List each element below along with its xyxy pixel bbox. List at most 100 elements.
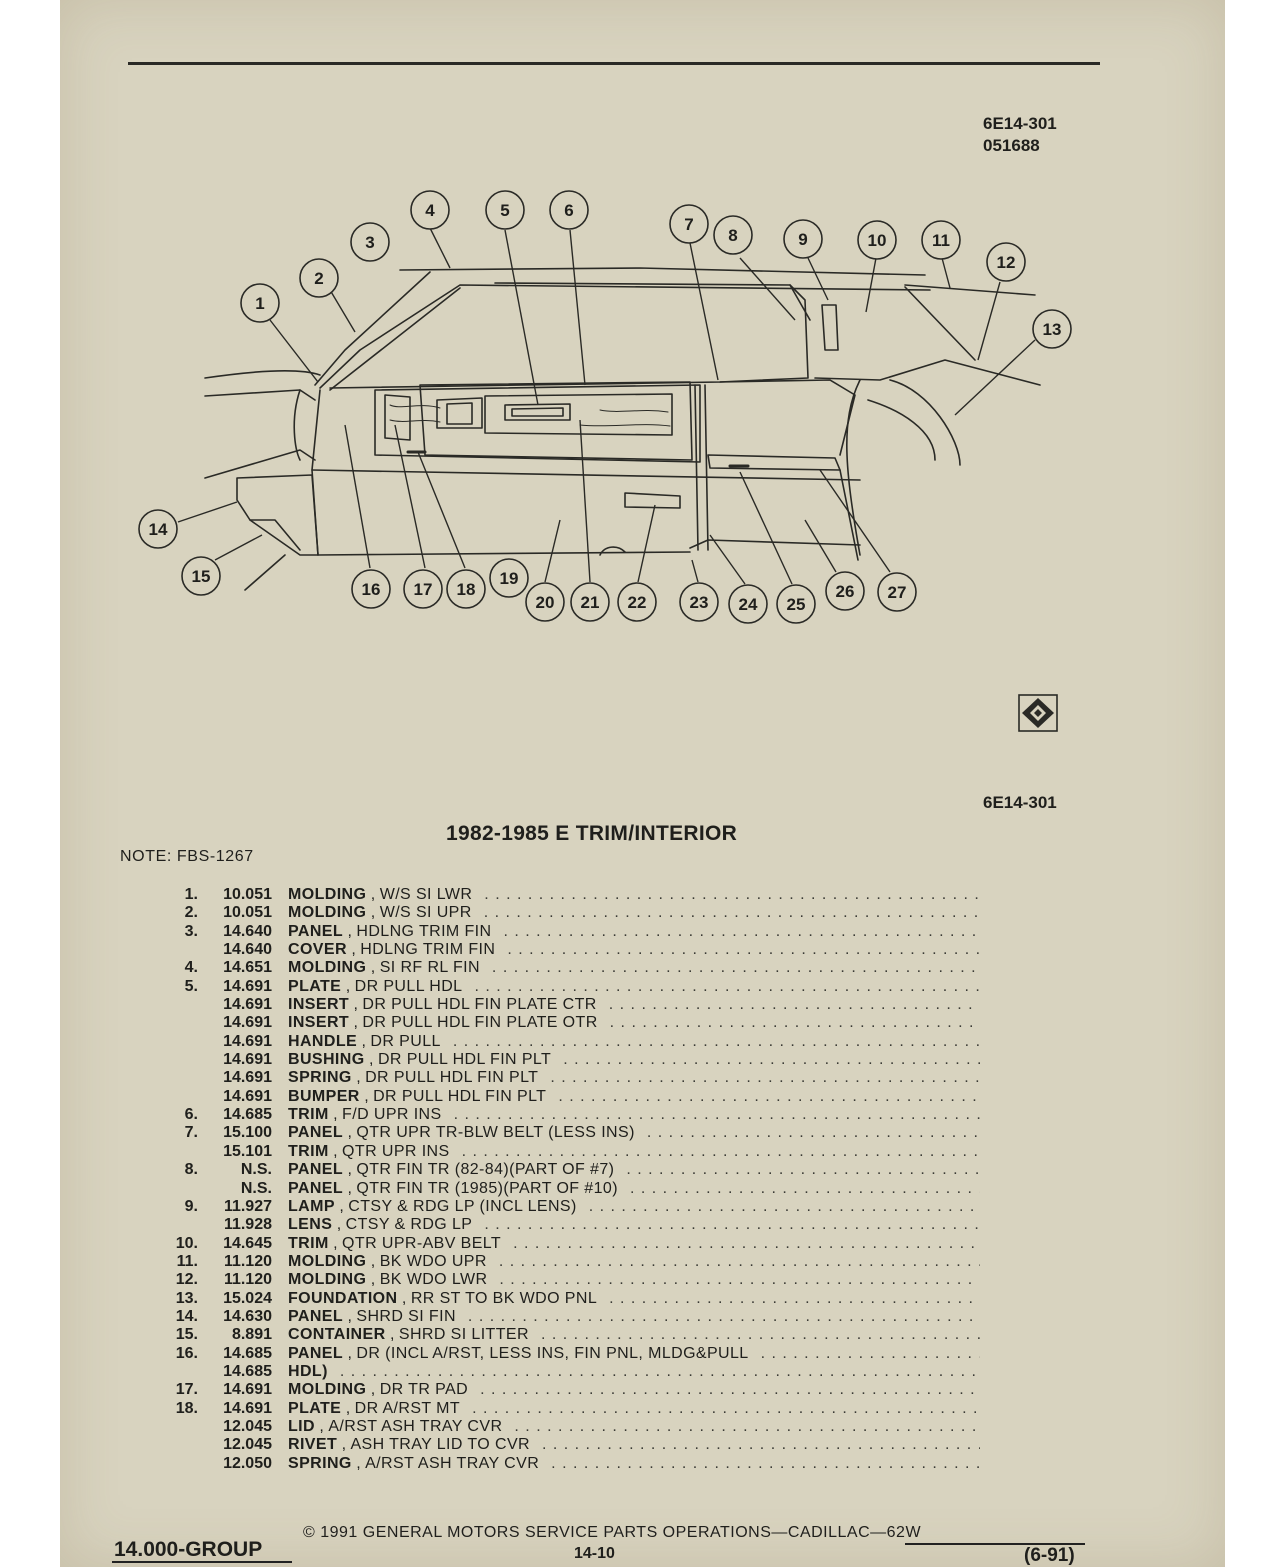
part-name: BUSHING xyxy=(288,1051,365,1069)
part-group-code: 11.927 xyxy=(223,1197,272,1215)
part-name: LID xyxy=(288,1417,315,1435)
part-name: LAMP xyxy=(288,1197,335,1215)
header-codes: 6E14-301 051688 xyxy=(983,113,1057,157)
part-name: PANEL xyxy=(288,1307,344,1325)
part-group-code: 15.024 xyxy=(223,1289,272,1307)
part-name: TRIM xyxy=(288,1142,329,1160)
callout-11: 11 xyxy=(932,231,950,250)
part-description: SHRD SI LITTER xyxy=(398,1326,529,1344)
part-separator: , xyxy=(366,1252,380,1270)
footer-rule-left xyxy=(112,1561,292,1563)
part-group-code: 14.691 xyxy=(223,996,272,1014)
part-group-code: 14.651 xyxy=(223,959,272,977)
part-name: SPRING xyxy=(288,1069,352,1087)
section-title: 1982-1985 E TRIM/INTERIOR xyxy=(446,822,738,845)
callout-21: 21 xyxy=(581,593,600,612)
leader-dots: . . . . . . . . . . . . . . . . . . . . … xyxy=(608,996,980,1014)
part-separator: , xyxy=(334,1197,349,1215)
part-name: TRIM xyxy=(288,1234,329,1252)
leader-dots: . . . . . . . . . . . . . . . . . . . . … xyxy=(646,1124,980,1142)
part-group-code: 12.045 xyxy=(223,1417,272,1435)
part-description: DR PULL HDL FIN PLATE CTR xyxy=(362,996,597,1014)
part-description: QTR UPR-ABV BELT xyxy=(342,1234,502,1252)
leader-dots: . . . . . . . . . . . . . . . . . . . . … xyxy=(467,1307,980,1325)
part-description: W/S SI LWR xyxy=(379,886,473,903)
part-description: DR PULL xyxy=(370,1032,441,1050)
leader-dots: . . . . . . . . . . . . . . . . . . . . … xyxy=(452,1032,980,1050)
part-group-code: 14.691 xyxy=(223,977,272,995)
part-ref-number: 9. xyxy=(184,1197,198,1215)
part-separator: , xyxy=(366,1271,380,1289)
part-separator: , xyxy=(366,886,380,903)
part-separator: , xyxy=(366,959,380,977)
part-ref-number: 1. xyxy=(184,886,198,903)
part-ref-number: 18. xyxy=(175,1399,198,1417)
leader-dots: . . . . . . . . . . . . . . . . . . . . … xyxy=(503,922,980,940)
part-group-code: 14.691 xyxy=(223,1381,272,1399)
part-separator: , xyxy=(341,1399,355,1417)
callout-3: 3 xyxy=(365,233,374,252)
part-description: BK WDO LWR xyxy=(379,1271,488,1289)
callout-18: 18 xyxy=(457,580,476,599)
part-group-code: 14.691 xyxy=(223,1014,272,1032)
callout-26: 26 xyxy=(836,582,855,601)
part-description: SHRD SI FIN xyxy=(356,1307,456,1325)
callout-10: 10 xyxy=(868,231,887,250)
group-label: 14.000-GROUP xyxy=(114,1538,263,1561)
callout-27: 27 xyxy=(888,583,907,602)
leader-dots: . . . . . . . . . . . . . . . . . . . . … xyxy=(609,1289,980,1307)
part-separator: , xyxy=(314,1417,329,1435)
leader-dots: . . . . . . . . . . . . . . . . . . . . … xyxy=(480,1381,980,1399)
part-description: DR PULL HDL FIN PLT xyxy=(373,1087,547,1105)
part-group-code: 14.691 xyxy=(223,1087,272,1105)
callout-16: 16 xyxy=(362,580,381,599)
part-group-code: 11.120 xyxy=(223,1271,272,1289)
part-name: PANEL xyxy=(288,1161,344,1179)
revision-date: (6-91) xyxy=(1024,1545,1075,1566)
part-description: SI RF RL FIN xyxy=(379,959,480,977)
part-group-code: 14.685 xyxy=(223,1344,272,1362)
part-name: MOLDING xyxy=(288,1271,367,1289)
callout-13: 13 xyxy=(1043,320,1062,339)
part-name: LENS xyxy=(288,1216,333,1234)
part-ref-number: 14. xyxy=(175,1307,198,1325)
part-separator: , xyxy=(343,1344,357,1362)
part-name: TRIM xyxy=(288,1106,329,1124)
part-description: DR PULL HDL FIN PLATE OTR xyxy=(362,1014,598,1032)
parts-row: N.S.PANEL , QTR FIN TR (1985)(PART OF #1… xyxy=(150,1180,980,1198)
part-description: QTR UPR INS xyxy=(342,1142,450,1160)
part-description: A/RST ASH TRAY CVR xyxy=(365,1454,540,1472)
leader-dots: . . . . . . . . . . . . . . . . . . . . … xyxy=(339,1362,980,1380)
part-name: MOLDING xyxy=(288,959,367,977)
part-group-code: 11.120 xyxy=(223,1252,272,1270)
leader-dots: . . . . . . . . . . . . . . . . . . . . … xyxy=(558,1087,980,1105)
part-group-code: 14.640 xyxy=(223,922,272,940)
callout-25: 25 xyxy=(787,595,806,614)
part-group-code: 12.050 xyxy=(223,1454,272,1472)
part-ref-number: 2. xyxy=(184,904,198,922)
part-separator: , xyxy=(328,1142,343,1160)
part-description: HDLNG TRIM FIN xyxy=(360,941,496,959)
illustration-subcode: 051688 xyxy=(983,136,1040,155)
part-group-code: 8.891 xyxy=(231,1326,272,1344)
callout-5: 5 xyxy=(500,201,509,220)
part-description: DR (INCL A/RST, LESS INS, FIN PNL, MLDG&… xyxy=(356,1344,749,1362)
leader-dots: . . . . . . . . . . . . . . . . . . . . … xyxy=(629,1179,980,1197)
part-group-code: 10.051 xyxy=(223,904,272,922)
part-description: QTR FIN TR (1985)(PART OF #10) xyxy=(356,1179,618,1197)
top-rule xyxy=(128,62,1100,65)
part-separator: , xyxy=(349,1014,363,1032)
part-description: ASH TRAY LID TO CVR xyxy=(350,1436,530,1454)
part-description: A/RST ASH TRAY CVR xyxy=(328,1417,503,1435)
part-separator: , xyxy=(357,1032,371,1050)
leader-dots: . . . . . . . . . . . . . . . . . . . . … xyxy=(550,1069,980,1087)
